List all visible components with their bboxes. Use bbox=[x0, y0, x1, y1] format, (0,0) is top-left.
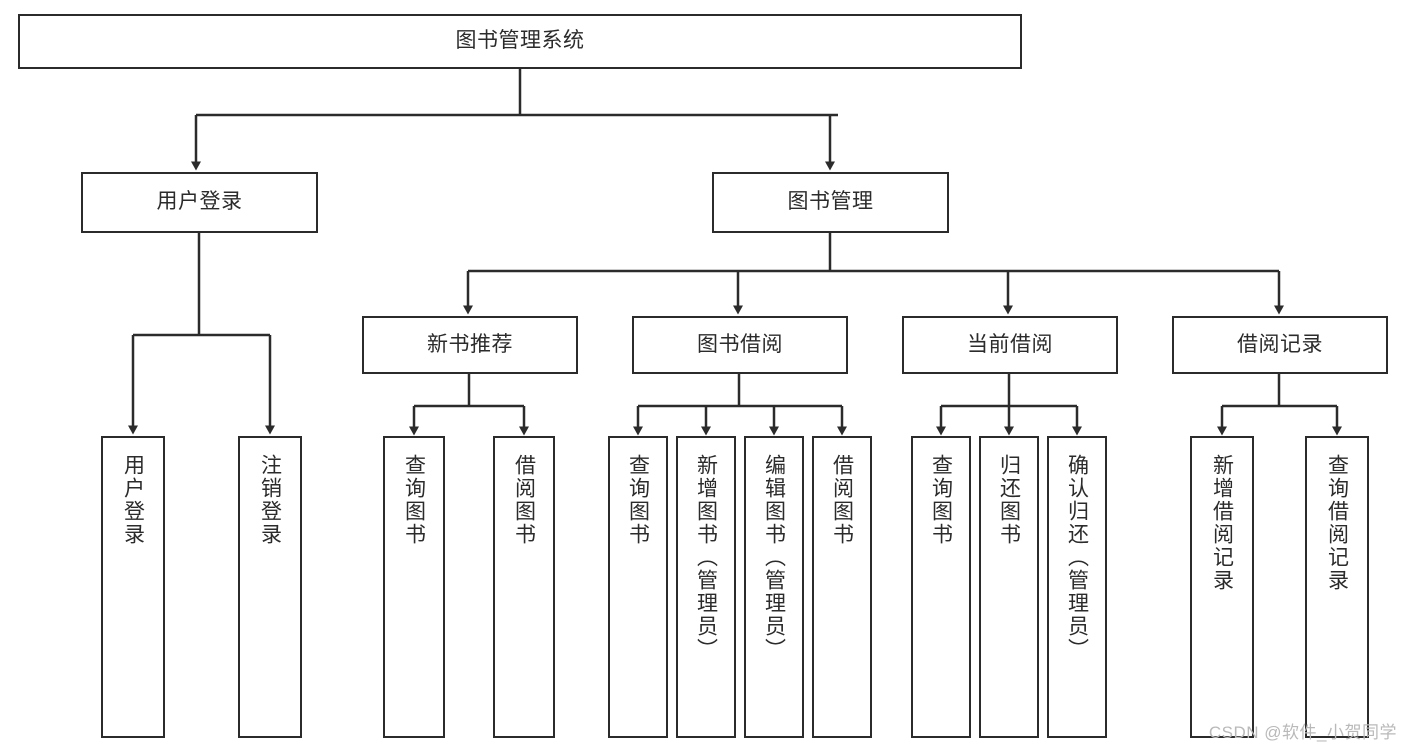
leaf-current-borrow-confirm-return[interactable]: 确认归还（管理员） bbox=[1047, 436, 1107, 738]
node-label: 查询图书 bbox=[402, 454, 426, 546]
node-label: 借阅图书 bbox=[830, 454, 854, 546]
node-label: 用户登录 bbox=[156, 190, 243, 214]
node-label: 借阅记录 bbox=[1237, 332, 1323, 356]
node-user-login[interactable]: 用户登录 bbox=[81, 172, 318, 233]
node-new-book-recommend[interactable]: 新书推荐 bbox=[362, 316, 578, 374]
leaf-user-login-signin[interactable]: 用户登录 bbox=[101, 436, 165, 738]
node-label: 图书借阅 bbox=[697, 332, 783, 356]
leaf-new-book-query[interactable]: 查询图书 bbox=[383, 436, 445, 738]
leaf-borrow-record-query[interactable]: 查询借阅记录 bbox=[1305, 436, 1369, 738]
leaf-book-borrow-borrow[interactable]: 借阅图书 bbox=[812, 436, 872, 738]
node-label: 注销登录 bbox=[258, 454, 282, 546]
node-label: 新增图书（管理员） bbox=[694, 454, 718, 661]
node-book-management[interactable]: 图书管理 bbox=[712, 172, 949, 233]
leaf-book-borrow-add[interactable]: 新增图书（管理员） bbox=[676, 436, 736, 738]
csdn-watermark: CSDN @软件_小贺同学 bbox=[1208, 723, 1397, 742]
node-label: 查询图书 bbox=[626, 454, 650, 546]
node-label: 借阅图书 bbox=[512, 454, 536, 546]
leaf-current-borrow-query[interactable]: 查询图书 bbox=[911, 436, 971, 738]
node-label: 图书管理系统 bbox=[455, 29, 585, 53]
leaf-book-borrow-query[interactable]: 查询图书 bbox=[608, 436, 668, 738]
leaf-borrow-record-add[interactable]: 新增借阅记录 bbox=[1190, 436, 1254, 738]
node-label: 编辑图书（管理员） bbox=[762, 454, 786, 661]
node-root-system[interactable]: 图书管理系统 bbox=[18, 14, 1022, 69]
node-label: 图书管理 bbox=[787, 190, 874, 214]
node-borrow-record[interactable]: 借阅记录 bbox=[1172, 316, 1388, 374]
node-label: 归还图书 bbox=[997, 454, 1021, 546]
node-label: 当前借阅 bbox=[967, 332, 1053, 356]
node-book-borrow[interactable]: 图书借阅 bbox=[632, 316, 848, 374]
node-label: 查询借阅记录 bbox=[1325, 454, 1349, 592]
leaf-user-login-signout[interactable]: 注销登录 bbox=[238, 436, 302, 738]
leaf-new-book-borrow[interactable]: 借阅图书 bbox=[493, 436, 555, 738]
node-label: 用户登录 bbox=[121, 454, 145, 546]
node-label: 新增借阅记录 bbox=[1210, 454, 1234, 592]
node-current-borrow[interactable]: 当前借阅 bbox=[902, 316, 1118, 374]
node-label: 查询图书 bbox=[929, 454, 953, 546]
node-label: 新书推荐 bbox=[427, 332, 513, 356]
leaf-book-borrow-edit[interactable]: 编辑图书（管理员） bbox=[744, 436, 804, 738]
leaf-current-borrow-return[interactable]: 归还图书 bbox=[979, 436, 1039, 738]
node-label: 确认归还（管理员） bbox=[1065, 454, 1089, 661]
